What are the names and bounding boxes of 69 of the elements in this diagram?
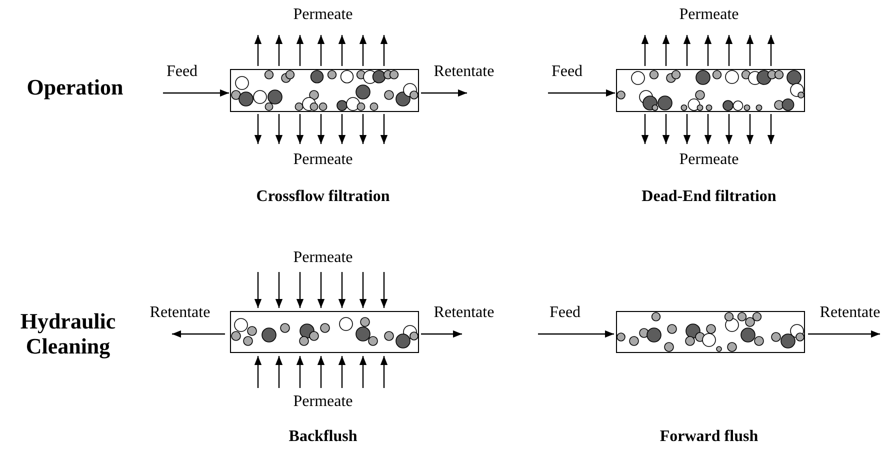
flow-arrow [662, 114, 670, 144]
flow-arrow [254, 35, 262, 66]
flow-label: Retentate [820, 304, 880, 322]
membrane-module [230, 311, 419, 353]
panel-caption: Crossflow filtration [255, 188, 391, 206]
flow-arrow [317, 272, 325, 308]
flow-label: Retentate [150, 304, 210, 322]
flow-arrow [338, 114, 346, 144]
flow-arrow [163, 89, 229, 97]
flow-arrow [725, 35, 733, 66]
flow-label: Feed [166, 63, 198, 81]
flow-arrow [704, 114, 712, 144]
flow-label: Retentate [434, 63, 494, 81]
flow-arrow [683, 35, 691, 66]
flow-arrow [359, 272, 367, 308]
flow-arrow [641, 114, 649, 144]
flow-label: Feed [551, 63, 583, 81]
flow-arrow [296, 35, 304, 66]
flow-arrow [275, 356, 283, 388]
flow-arrow [662, 35, 670, 66]
flow-arrow [380, 272, 388, 308]
flow-arrow [317, 35, 325, 66]
flow-arrow [746, 35, 754, 66]
panel-caption: Forward flush [658, 428, 760, 446]
flow-arrow [296, 356, 304, 388]
flow-arrow [172, 330, 225, 338]
flow-label: Permeate [679, 6, 739, 24]
flow-arrow [767, 114, 775, 144]
row-heading: Operation [26, 74, 124, 100]
flow-arrow [338, 356, 346, 388]
flow-label: Permeate [293, 393, 353, 411]
flow-arrow [254, 356, 262, 388]
flow-arrow [421, 89, 467, 97]
flow-arrow [725, 114, 733, 144]
flow-arrow [548, 89, 615, 97]
panel-caption: Dead-End filtration [640, 188, 778, 206]
flow-arrow [275, 272, 283, 308]
flow-arrow [704, 35, 712, 66]
flow-arrow [641, 35, 649, 66]
flow-arrow [296, 272, 304, 308]
flow-label: Retentate [434, 304, 494, 322]
flow-arrow [421, 330, 462, 338]
flow-arrow [275, 35, 283, 66]
flow-arrow [317, 356, 325, 388]
flow-label: Permeate [679, 151, 739, 169]
flow-arrow [746, 114, 754, 144]
flow-arrow [808, 330, 880, 338]
flow-label: Permeate [293, 249, 353, 267]
panel-caption: Backflush [288, 428, 358, 446]
flow-arrow [338, 35, 346, 66]
flow-label: Permeate [293, 151, 353, 169]
flow-arrow [296, 114, 304, 144]
flow-arrow [338, 272, 346, 308]
flow-arrow [254, 114, 262, 144]
row-heading: Hydraulic Cleaning [19, 308, 117, 360]
flow-arrow [683, 114, 691, 144]
flow-arrow [538, 330, 614, 338]
flow-arrow [254, 272, 262, 308]
flow-arrow [380, 356, 388, 388]
flow-arrow [359, 35, 367, 66]
flow-arrow [767, 35, 775, 66]
flow-arrow [275, 114, 283, 144]
flow-label: Feed [549, 304, 581, 322]
flow-arrow [380, 35, 388, 66]
flow-arrow [359, 356, 367, 388]
flow-arrow [359, 114, 367, 144]
flow-arrow [317, 114, 325, 144]
flow-label: Permeate [293, 6, 353, 24]
flow-arrow [380, 114, 388, 144]
